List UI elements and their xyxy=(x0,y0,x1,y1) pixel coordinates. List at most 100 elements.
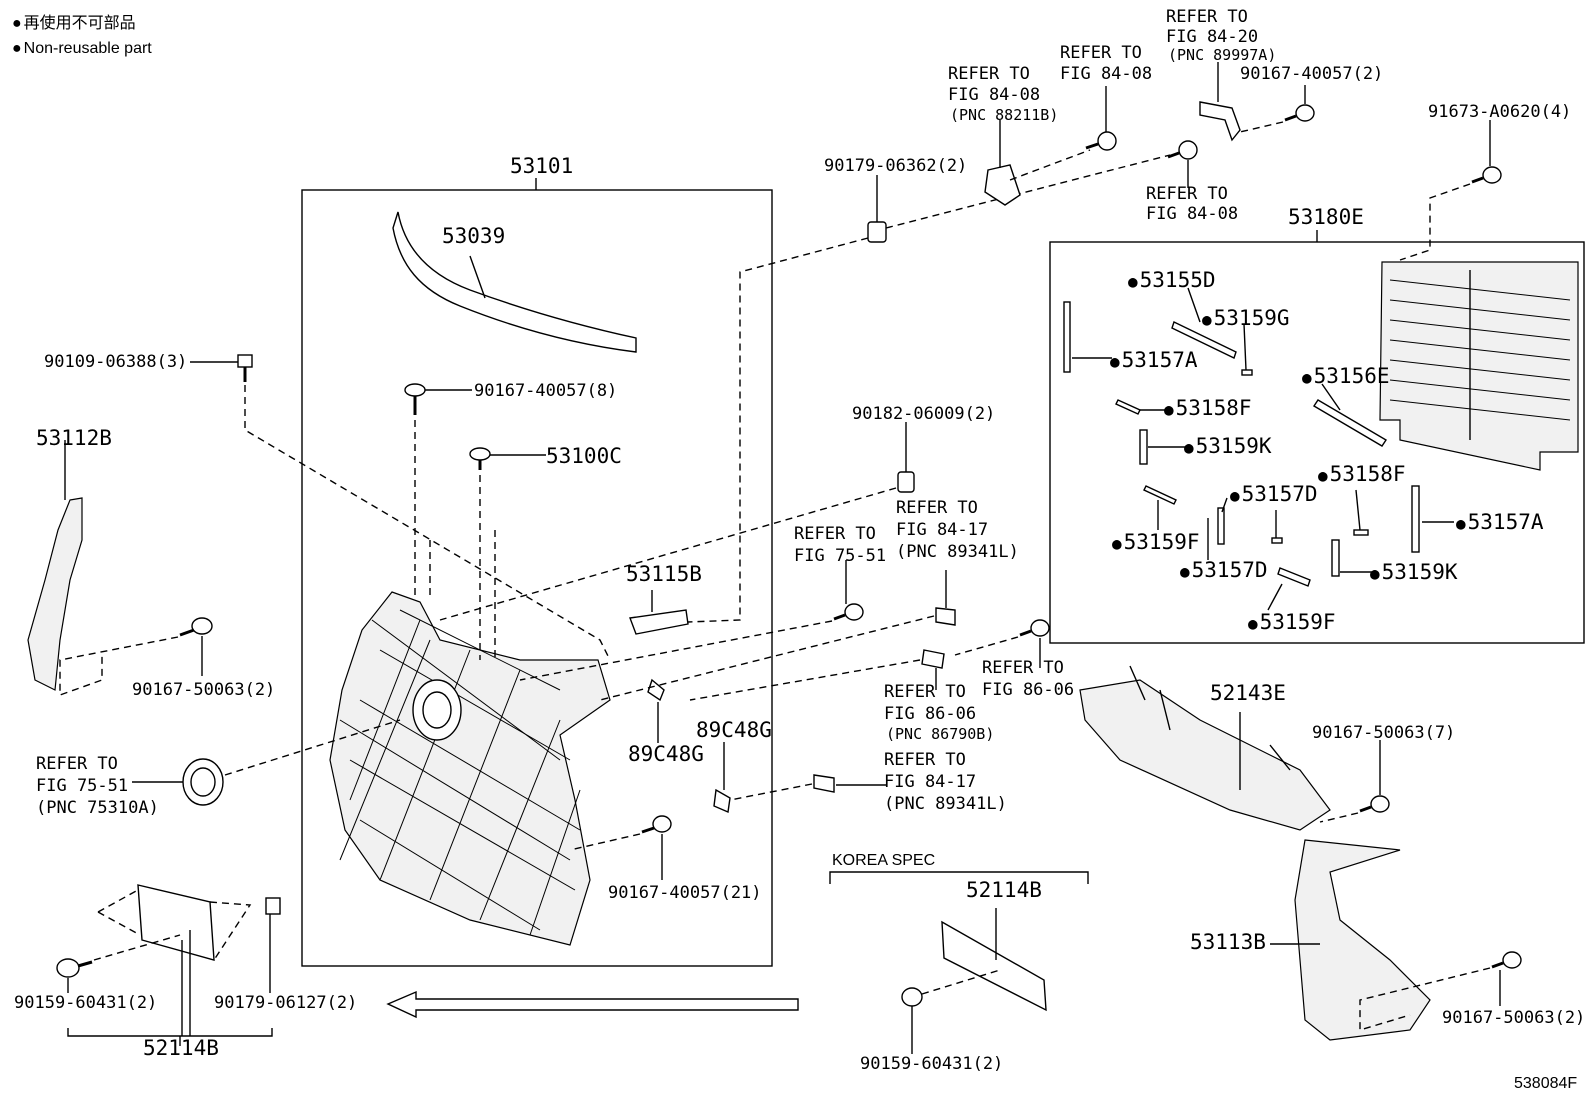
side-cover-53112b xyxy=(27,497,83,691)
ref-88211b-line3: (PNC 88211B) xyxy=(950,106,1059,124)
upper-molding-strip xyxy=(392,211,637,353)
part-90179-06362: 90179-06362(2) xyxy=(824,156,968,176)
ref-86790b-line3: (PNC 86790B) xyxy=(886,725,995,743)
part-53158f-left: 53158F xyxy=(1164,398,1252,419)
part-90179-06127: 90179-06127(2) xyxy=(214,993,358,1013)
legend-line-2: Non-reusable part xyxy=(12,41,152,57)
nut-90179-06362 xyxy=(867,221,887,243)
ref-86790b-line1: REFER TO xyxy=(884,682,966,702)
part-53157d-b: 53157D xyxy=(1180,560,1268,581)
part-53156e: 53156E xyxy=(1302,366,1390,387)
part-53158f-right: 53158F xyxy=(1318,464,1406,485)
part-53101: 53101 xyxy=(510,154,574,178)
clip-53100c xyxy=(469,447,491,470)
part-90167-40057-top: 90167-40057(2) xyxy=(1240,64,1384,84)
part-53113b: 53113B xyxy=(1190,930,1266,954)
part-90167-50063-7: 90167-50063(7) xyxy=(1312,723,1456,743)
screw-90167-8 xyxy=(404,383,426,415)
grille-assembly-frame xyxy=(301,189,773,967)
screw-90167-50063-left xyxy=(179,617,213,637)
bracket-89997a xyxy=(1199,101,1241,142)
ref-75310a-line3: (PNC 75310A) xyxy=(36,798,159,818)
part-53159k-left: 53159K xyxy=(1184,436,1272,457)
connector-86790b xyxy=(921,649,945,669)
part-53157d-a: 53157D xyxy=(1230,484,1318,505)
radiator-grille xyxy=(329,591,611,946)
direction-arrow xyxy=(386,990,799,1019)
part-53115b: 53115B xyxy=(626,562,702,586)
ref-84-08-top-line1: REFER TO xyxy=(1060,43,1142,63)
part-53157a-left: 53157A xyxy=(1110,350,1198,371)
screw-90167-top xyxy=(1284,104,1315,122)
part-53180e: 53180E xyxy=(1288,205,1364,229)
nut-90182 xyxy=(897,471,915,493)
part-90167-50063-left: 90167-50063(2) xyxy=(132,680,276,700)
part-89c48g-a: 89C48G xyxy=(628,742,704,766)
part-53155d: 53155D xyxy=(1128,270,1216,291)
part-53159k-right: 53159K xyxy=(1370,562,1458,583)
connector-89341l-b xyxy=(813,774,835,793)
ref-84-08-mid-line1: REFER TO xyxy=(1146,184,1228,204)
part-53112b: 53112B xyxy=(36,426,112,450)
part-90109-06388: 90109-06388(3) xyxy=(44,352,188,372)
ref-89341l-b-line2: FIG 84-17 xyxy=(884,772,977,792)
bolt-84-08-top xyxy=(1085,131,1117,151)
part-53159f-left: 53159F xyxy=(1112,532,1200,553)
ref-89997a-line1: REFER TO xyxy=(1166,7,1248,27)
part-53159f-right: 53159F xyxy=(1248,612,1336,633)
part-89c48g-b: 89C48G xyxy=(696,718,772,742)
ref-89341l-b-line3: (PNC 89341L) xyxy=(884,794,1007,814)
bolt-90109 xyxy=(237,354,253,382)
ref-75310a-line1: REFER TO xyxy=(36,754,118,774)
part-53159g: 53159G xyxy=(1202,308,1290,329)
lower-support-52143e xyxy=(1079,679,1331,831)
ref-75-51-mid-line2: FIG 75-51 xyxy=(794,546,887,566)
bracket-88211b xyxy=(984,164,1021,206)
bolt-90159-korea xyxy=(901,987,923,1054)
part-53039: 53039 xyxy=(442,224,506,248)
sensor-89c48g-a xyxy=(647,678,665,702)
part-90159-60431-left: 90159-60431(2) xyxy=(14,993,158,1013)
part-91673-a0620: 91673-A0620(4) xyxy=(1428,102,1572,122)
side-cover-53113b xyxy=(1294,839,1431,1041)
seal-strips xyxy=(1063,287,1454,611)
ref-89341l-a-line1: REFER TO xyxy=(896,498,978,518)
screw-90167-50063-7 xyxy=(1359,795,1390,813)
ref-89997a-line3: (PNC 89997A) xyxy=(1168,46,1277,64)
part-53100c: 53100C xyxy=(546,444,622,468)
bolt-86-06 xyxy=(1019,619,1050,637)
bolt-91673 xyxy=(1471,166,1502,184)
bolt-75-51-mid xyxy=(833,603,864,621)
ref-89341l-a-line3: (PNC 89341L) xyxy=(896,542,1019,562)
ref-84-08-top-line2: FIG 84-08 xyxy=(1060,64,1153,84)
part-52114b-left: 52114B xyxy=(143,1036,219,1060)
license-bracket-korea xyxy=(941,920,1047,1012)
ref-86-06-a-line2: FIG 86-06 xyxy=(982,680,1075,700)
part-90167-40057-21: 90167-40057(21) xyxy=(608,883,762,903)
nut-90179-06127 xyxy=(265,897,281,915)
ref-86790b-line2: FIG 86-06 xyxy=(884,704,977,724)
grille-shutter-unit xyxy=(1379,261,1579,471)
screw-90167-21 xyxy=(641,815,672,834)
part-90182-06009: 90182-06009(2) xyxy=(852,404,996,424)
ref-89341l-b-line1: REFER TO xyxy=(884,750,966,770)
connector-89341l-a xyxy=(935,607,956,626)
figure-code: 538084F xyxy=(1514,1075,1578,1092)
part-52143e: 52143E xyxy=(1210,681,1286,705)
license-bracket-left xyxy=(137,884,215,961)
ref-89341l-a-line2: FIG 84-17 xyxy=(896,520,989,540)
part-90167-40057-8: 90167-40057(8) xyxy=(474,381,618,401)
ref-75-51-mid-line1: REFER TO xyxy=(794,524,876,544)
legend-line-1: 再使用不可部品 xyxy=(12,16,136,32)
emblem xyxy=(182,758,224,806)
part-52114b-korea: 52114B xyxy=(966,878,1042,902)
bolt-84-08-mid xyxy=(1167,140,1198,160)
ref-88211b-line1: REFER TO xyxy=(948,64,1030,84)
ref-75310a-line2: FIG 75-51 xyxy=(36,776,129,796)
ref-88211b-line2: FIG 84-08 xyxy=(948,85,1041,105)
part-53157a-right: 53157A xyxy=(1456,512,1544,533)
korea-spec-label: KOREA SPEC xyxy=(832,852,936,869)
screw-90167-50063-right xyxy=(1491,951,1522,969)
